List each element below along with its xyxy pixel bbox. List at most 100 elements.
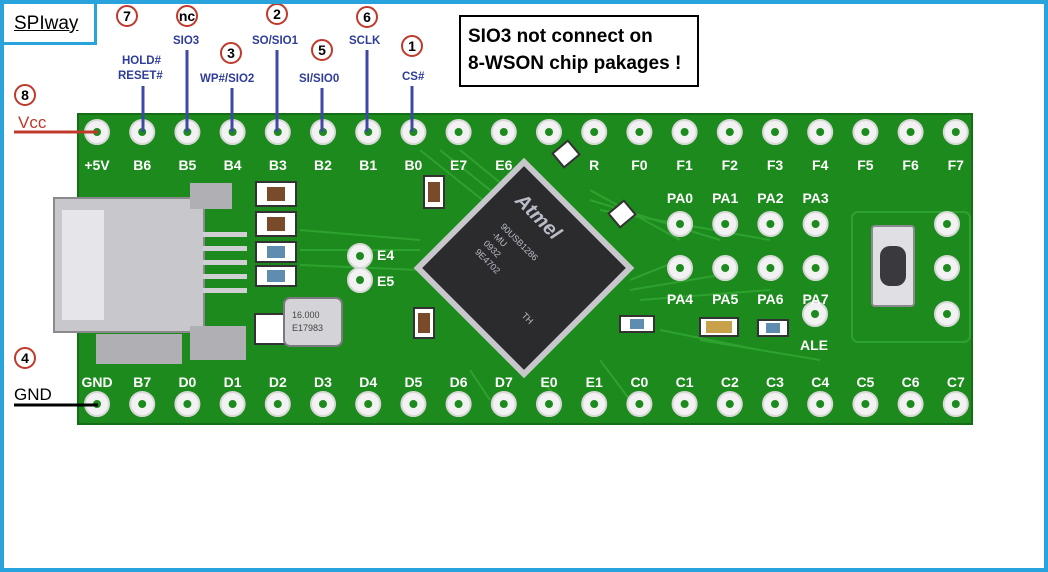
crystal-line-1: 16.000 [292,310,320,320]
pa-pin-label: PA0 [667,190,693,206]
number-hold: 7 [123,8,131,24]
label-e5: E5 [377,273,394,289]
bottom-pin-hole-drill [228,400,237,408]
bottom-pin-label: D4 [359,374,377,390]
top-pin-hole-drill [499,128,508,136]
label-wp: WP#/SIO2 [200,73,254,85]
bottom-pin-hole-drill [816,400,825,408]
bottom-pin-label: GND [81,374,112,390]
spi-wires [141,50,414,132]
number-cs: 1 [408,38,416,54]
top-pin-label: F7 [948,157,965,173]
top-pin-label: B6 [133,157,151,173]
bottom-pin-label: D5 [404,374,422,390]
pa-pin-label: PA3 [802,190,828,206]
side-hole-drill [943,310,951,318]
bottom-pin-label: E0 [540,374,557,390]
number-sio3: nc [179,8,196,24]
top-pin-hole-drill [725,128,734,136]
bottom-pin-hole-drill [409,400,418,408]
number-sclk: 6 [363,9,371,25]
top-pin-label: F2 [722,157,739,173]
top-pin-label: F3 [767,157,784,173]
label-gnd: GND [14,385,52,404]
marker-sio3 [176,5,198,27]
number-vcc: 8 [21,87,29,103]
top-pin-hole-drill [590,128,599,136]
bottom-pin-label: C5 [856,374,874,390]
bottom-pin-hole-drill [499,400,508,408]
pa-pin-hole-drill [811,220,820,228]
usb-connector [53,183,247,364]
top-pin-hole-drill [771,128,779,136]
reset-button [871,225,915,307]
pa-pin-hole-drill [721,220,730,228]
smd-components [254,139,789,345]
marker-cs [401,35,423,57]
bottom-pin-hole-drill [319,400,327,408]
bottom-pin-label: B7 [133,374,151,390]
top-pin-label: B2 [314,157,332,173]
pa-pin-hole-drill [676,220,684,228]
pa-pin-hole-drill [721,264,730,272]
ale-hole-drill [811,310,819,318]
pa-pin-label: PA7 [802,291,828,307]
bottom-pin-hole-drill [545,400,553,408]
pa-pin-label: PA1 [712,190,738,206]
bottom-pin-label: D3 [314,374,332,390]
pa-header-holes [667,211,829,281]
bottom-pin-label: D6 [450,374,468,390]
label-si: SI/SIO0 [299,73,339,85]
marker-vcc [14,84,36,106]
label-ale: ALE [800,337,828,353]
bottom-pin-hole-drill [364,400,373,408]
note-line-2: 8-WSON chip pakages ! [468,53,682,74]
bottom-pin-label: C2 [721,374,739,390]
top-pin-hole-drill [861,128,870,136]
marker-gnd [14,347,36,369]
crystal: 16.000 E17983 [283,297,343,347]
marker-si [311,39,333,61]
top-pin-label: F5 [857,157,874,173]
top-pin-hole-drill [906,128,915,136]
top-pin-label: B3 [269,157,287,173]
top-pin-hole-drill [454,128,463,136]
bottom-pin-hole-drill [183,400,192,408]
top-pin-label: B1 [359,157,377,173]
bottom-pin-hole-drill [906,400,915,408]
bottom-pin-label: D7 [495,374,513,390]
bottom-pin-hole-drill [951,400,960,408]
top-pin-label: F1 [676,157,693,173]
label-e4: E4 [377,247,394,263]
label-so: SO/SIO1 [252,35,299,47]
e5-hole-drill [356,276,364,284]
pa-pin-label: PA2 [757,190,783,206]
marker-wp [220,42,242,64]
number-so: 2 [273,6,281,22]
label-sio3: SIO3 [173,35,199,47]
top-pin-hole-drill [951,128,960,136]
side-hole-drill [943,220,951,228]
top-pin-label: E7 [450,157,467,173]
pa-pin-hole-drill [766,220,775,228]
diagram-title: SPIway [14,13,79,34]
pa-pin-label: PA6 [757,291,783,307]
marker-sclk [356,6,378,28]
top-pin-label: B5 [178,157,196,173]
pa-pin-label: PA4 [667,291,693,307]
bottom-pin-hole-drill [273,400,282,408]
top-pin-hole-drill [545,128,553,136]
title-box: SPIway [4,4,97,45]
number-si: 5 [318,42,326,58]
bottom-pin-hole-drill [861,400,870,408]
label-cs: CS# [402,71,425,83]
bottom-pin-label: D1 [224,374,242,390]
bottom-pin-label: C7 [947,374,965,390]
top-pin-hole-drill [816,128,825,136]
bottom-pin-hole-drill [454,400,463,408]
number-wp: 3 [227,45,235,61]
